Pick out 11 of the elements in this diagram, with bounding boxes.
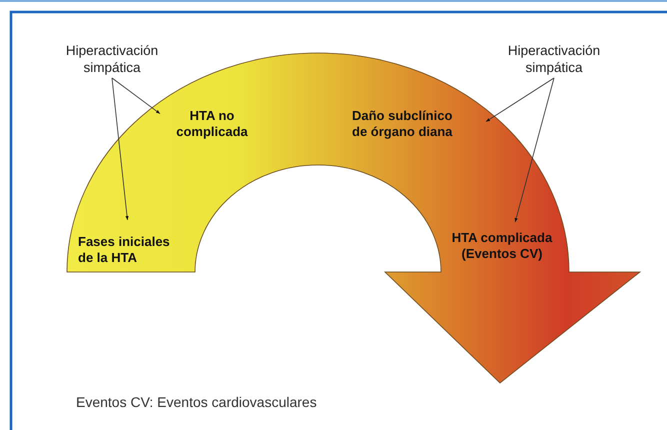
stage-label: Fases iniciales de la HTA	[78, 234, 171, 266]
annotation-text: Hiperactivación simpática	[506, 42, 602, 76]
annotation-text: Hiperactivación simpática	[64, 42, 160, 76]
arrow	[112, 78, 160, 114]
stage-label: HTA complicada (Eventos CV)	[450, 230, 554, 262]
arrow	[486, 78, 554, 122]
arrow	[112, 78, 129, 220]
arrow	[514, 78, 554, 222]
stage-label: Daño subclínico de órgano diana	[352, 108, 454, 140]
stage-label: HTA no complicada	[175, 108, 249, 140]
caption: Eventos CV: Eventos cardiovasculares	[76, 394, 317, 410]
